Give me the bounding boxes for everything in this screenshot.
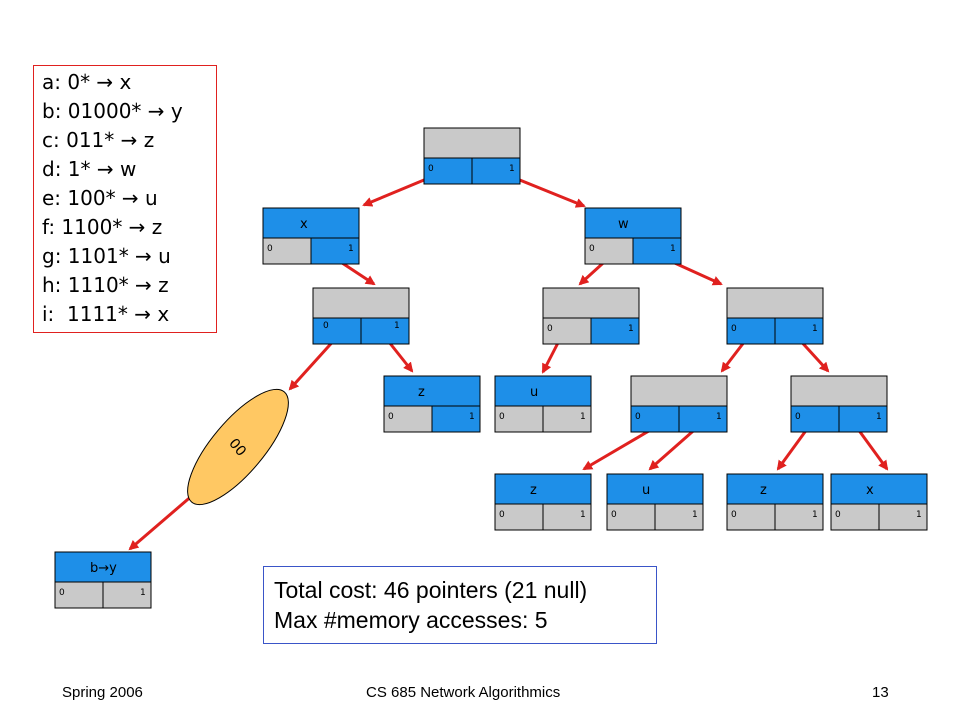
node-x-2: x 0 1 (830, 473, 928, 531)
node-x-child: 0 1 (312, 287, 410, 345)
node-z-1: z 0 1 (383, 375, 481, 433)
max-accesses-text: Max #memory accesses: 5 (274, 607, 548, 633)
footer-page-number: 13 (872, 684, 889, 701)
bit-zero: 0 (635, 412, 641, 422)
bit-zero: 0 (388, 412, 394, 422)
bit-one: 1 (812, 324, 818, 334)
bit-zero: 0 (611, 510, 617, 520)
bit-one: 1 (469, 412, 475, 422)
cost-summary-box: Total cost: 46 pointers (21 null) Max #m… (263, 566, 657, 644)
node-u-2: u 0 1 (606, 473, 704, 531)
legend-line: i: 1111* → x (42, 302, 170, 326)
node-z-3: z 0 1 (726, 473, 824, 531)
node-w-left: 0 1 (542, 287, 640, 345)
legend-line: g: 1101* → u (42, 244, 171, 268)
bit-zero: 0 (795, 412, 801, 422)
bit-zero: 0 (547, 324, 553, 334)
node-w-right: 0 1 (726, 287, 824, 345)
legend-line: d: 1* → w (42, 157, 137, 181)
node-label-z: z (530, 483, 537, 498)
node-label-u: u (642, 483, 650, 498)
arrow-child-to-skip (288, 335, 339, 391)
bit-one: 1 (140, 588, 146, 598)
prefix-legend: a: 0* → x b: 01000* → y c: 011* → z d: 1… (33, 65, 217, 333)
bit-zero: 0 (589, 244, 595, 254)
legend-line: a: 0* → x (42, 70, 132, 94)
node-label-z: z (418, 385, 425, 400)
footer-date: Spring 2006 (62, 684, 143, 701)
bit-one: 1 (916, 510, 922, 520)
node-u-1: u 0 1 (494, 375, 592, 433)
bit-zero: 0 (267, 244, 273, 254)
bit-zero: 0 (731, 510, 737, 520)
node-x: x 0 1 (262, 207, 360, 265)
bit-one: 1 (580, 510, 586, 520)
bit-one: 1 (580, 412, 586, 422)
bit-one: 1 (812, 510, 818, 520)
bit-one: 1 (394, 321, 400, 331)
node-w: w 0 1 (584, 207, 682, 265)
bit-one: 1 (348, 244, 354, 254)
node-w-right-right: 0 1 (790, 375, 888, 433)
bit-zero: 0 (499, 412, 505, 422)
legend-line: c: 011* → z (42, 128, 155, 152)
node-label-x: x (866, 483, 874, 498)
node-z-2: z 0 1 (494, 473, 592, 531)
bit-one: 1 (628, 324, 634, 334)
total-cost-text: Total cost: 46 pointers (21 null) (274, 577, 588, 603)
node-label-z: z (760, 483, 767, 498)
legend-line: h: 1110* → z (42, 273, 169, 297)
bit-zero: 0 (499, 510, 505, 520)
legend-line: e: 100* → u (42, 186, 158, 210)
node-b-to-y: b→y 0 1 (54, 551, 152, 609)
legend-line: b: 01000* → y (42, 99, 183, 123)
node-label-x: x (300, 217, 308, 232)
bit-zero: 0 (323, 321, 329, 331)
arrow-skip-to-by (128, 492, 195, 551)
bit-zero: 0 (59, 588, 65, 598)
skip-node: 00 (187, 388, 289, 506)
node-label-by: b→y (90, 561, 117, 576)
bit-one: 1 (509, 164, 515, 174)
bit-zero: 0 (835, 510, 841, 520)
bit-one: 1 (876, 412, 882, 422)
node-label-u: u (530, 385, 538, 400)
footer-course: CS 685 Network Algorithmics (366, 684, 561, 701)
node-w-right-left: 0 1 (630, 375, 728, 433)
bit-one: 1 (670, 244, 676, 254)
bit-one: 1 (716, 412, 722, 422)
bit-zero: 0 (428, 164, 434, 174)
bit-zero: 0 (731, 324, 737, 334)
bit-one: 1 (692, 510, 698, 520)
node-root: 0 1 (423, 127, 521, 185)
node-label-w: w (618, 217, 629, 232)
legend-line: f: 1100* → z (42, 215, 163, 239)
